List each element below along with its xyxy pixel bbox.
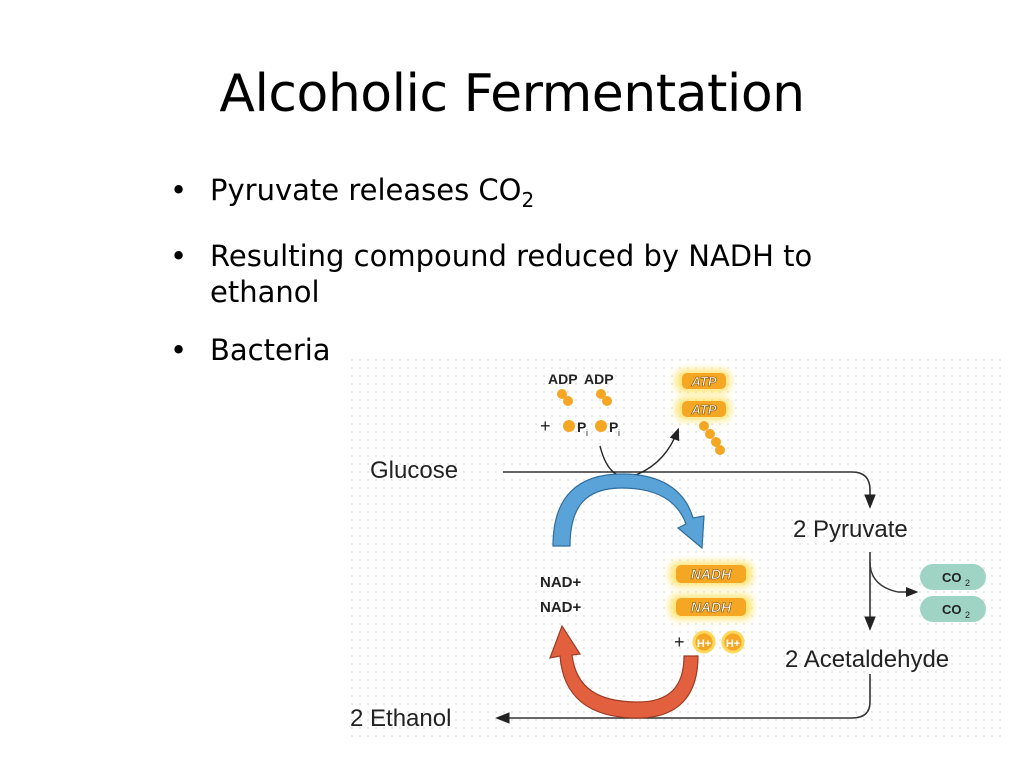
bullet-text: Pyruvate releases CO bbox=[210, 173, 522, 207]
bullet-subscript: 2 bbox=[521, 188, 535, 212]
adp-to-atp-line bbox=[599, 427, 680, 478]
plus-sign: + bbox=[540, 416, 551, 436]
nadh-label: NADH bbox=[691, 599, 732, 615]
nad-label: NAD+ bbox=[540, 599, 581, 616]
bullet-text: Bacteria bbox=[210, 333, 331, 367]
nadh-label: NADH bbox=[691, 566, 732, 582]
ethanol-label: 2 Ethanol bbox=[350, 705, 451, 732]
co2-badge bbox=[920, 564, 986, 590]
acetaldehyde-to-ethanol-line bbox=[495, 674, 871, 724]
bullet-icon: • bbox=[170, 333, 188, 367]
co2-label: CO bbox=[942, 570, 962, 585]
bullet-item: • Bacteria bbox=[170, 332, 910, 368]
acetaldehyde-label: 2 Acetaldehyde bbox=[785, 646, 949, 673]
atp-label: ATP bbox=[690, 374, 716, 389]
bullet-text: Resulting compound reduced by NADH to et… bbox=[210, 239, 813, 309]
co2-badge bbox=[920, 596, 986, 622]
phosphate-chain bbox=[557, 389, 612, 406]
nadh-oxidation-arrow bbox=[549, 624, 699, 719]
proton-label: H+ bbox=[697, 638, 711, 650]
nadh-badge bbox=[676, 565, 746, 583]
pi-label: P bbox=[577, 419, 586, 435]
bullet-item: • Pyruvate releases CO2 bbox=[170, 172, 910, 218]
pyruvate-to-co2-line bbox=[869, 561, 919, 598]
bullet-icon: • bbox=[170, 239, 188, 273]
co2-subscript: 2 bbox=[965, 610, 970, 620]
atp-badge bbox=[682, 373, 726, 389]
phosphate-circle bbox=[595, 420, 607, 432]
glucose-label: Glucose bbox=[370, 457, 458, 484]
proton-circle bbox=[692, 630, 716, 654]
nadh-badge bbox=[676, 598, 746, 616]
pyruvate-label: 2 Pyruvate bbox=[793, 516, 908, 543]
co2-label: CO bbox=[942, 602, 962, 617]
nad-reduction-arrow bbox=[552, 473, 705, 550]
atp-label: ATP bbox=[690, 402, 716, 417]
atp-badge bbox=[682, 401, 726, 417]
pi-subscript: i bbox=[618, 428, 620, 438]
adp-label: ADP bbox=[584, 371, 614, 387]
bullet-list: • Pyruvate releases CO2 • Resulting comp… bbox=[170, 172, 910, 388]
diagram-svg: Glucose 2 Pyruvate 2 Acetaldehyde 2 Etha… bbox=[350, 370, 986, 732]
co2-subscript: 2 bbox=[965, 578, 970, 588]
pi-subscript: i bbox=[586, 428, 588, 438]
glucose-to-pyruvate-line bbox=[503, 471, 876, 509]
bullet-icon: • bbox=[170, 173, 188, 207]
adp-label: ADP bbox=[548, 371, 578, 387]
proton-label: H+ bbox=[726, 638, 740, 650]
proton-circle bbox=[721, 630, 745, 654]
plus-sign: + bbox=[674, 632, 685, 652]
slide-title: Alcoholic Fermentation bbox=[219, 64, 805, 124]
nad-label: NAD+ bbox=[540, 574, 581, 591]
atp-phosphate-chain bbox=[699, 421, 725, 455]
fermentation-diagram: Glucose 2 Pyruvate 2 Acetaldehyde 2 Etha… bbox=[348, 356, 1006, 738]
bullet-item: • Resulting compound reduced by NADH to … bbox=[170, 238, 910, 310]
pi-label: P bbox=[609, 419, 618, 435]
phosphate-circle bbox=[563, 420, 575, 432]
